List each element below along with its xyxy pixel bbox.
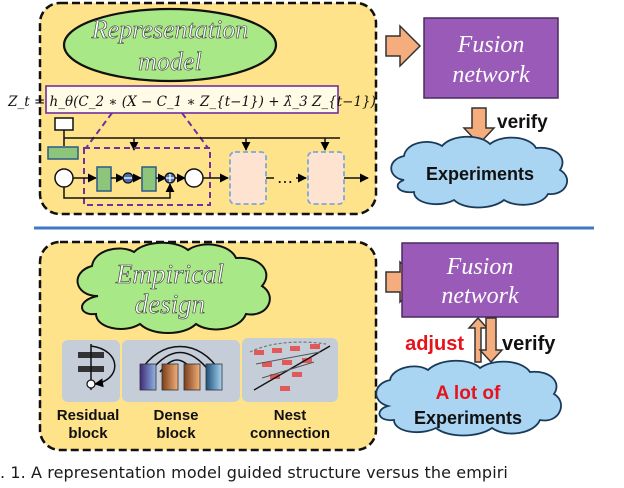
- residual-line1: Residual: [57, 407, 120, 424]
- bottom-exp-line2: Experiments: [414, 408, 522, 428]
- state-circle-left: [54, 168, 74, 188]
- bottom-fusion-network-box: [401, 242, 559, 318]
- unfolded-block: [83, 147, 211, 206]
- formula-link-right: [181, 112, 209, 149]
- stage-ellipsis: …: [277, 168, 293, 187]
- formula-box: [45, 85, 339, 114]
- bottom-experiments-cloud: [375, 359, 562, 437]
- adjust-arrow-up: [467, 316, 489, 363]
- dense-line1: Dense: [153, 407, 198, 424]
- formula-link-left: [85, 112, 113, 149]
- top-experiments-label: Experiments: [426, 164, 534, 184]
- conv-c1: [96, 166, 112, 192]
- formula-text: Z_t = h_θ(C_2 ∗ (X − C_1 ∗ Z_{t−1}) + λ̂…: [7, 94, 376, 110]
- empirical-design-cloud: [76, 241, 271, 334]
- bottom-fusion-line1: Fusion: [446, 254, 514, 280]
- top-verify-label: verify: [497, 112, 548, 133]
- empirical-line1: Empirical: [115, 259, 224, 289]
- top-verify-arrow: [462, 107, 496, 146]
- dense-block-icon: [139, 345, 223, 391]
- stage-box-n: [307, 151, 345, 205]
- top-fusion-line1: Fusion: [457, 32, 525, 58]
- input-conv: [47, 146, 79, 160]
- representation-model-cloud: Representation model: [62, 7, 278, 83]
- nest-connection-icon: [249, 341, 331, 391]
- top-fusion-line2: network: [452, 62, 530, 88]
- representation-line2: model: [138, 47, 202, 76]
- input-square: [54, 117, 74, 131]
- top-fusion-network-box: [423, 17, 559, 99]
- verify-arrow-down: [478, 317, 504, 364]
- conv-c2: [141, 166, 157, 192]
- bottom-verify-label: verify: [502, 333, 556, 355]
- residual-block-icon: [78, 344, 116, 390]
- empirical-line2: design: [135, 289, 206, 319]
- residual-line2: block: [68, 425, 108, 442]
- representation-line1: Representation: [91, 15, 248, 44]
- stage-box-2: [229, 151, 267, 205]
- top-big-arrow: [385, 24, 422, 68]
- dense-line2: block: [156, 425, 196, 442]
- bottom-fusion-line2: network: [441, 283, 519, 309]
- nest-line1: Nest: [274, 407, 307, 424]
- bottom-exp-line1: A lot of: [436, 383, 501, 404]
- nest-connection-panel: [242, 338, 338, 402]
- state-circle-right: [184, 168, 204, 188]
- figure-caption: . 1. A representation model guided struc…: [0, 463, 508, 482]
- top-experiments-cloud: [390, 135, 568, 209]
- feedback-loop: [63, 183, 175, 199]
- adjust-label: adjust: [405, 333, 464, 355]
- nest-line2: connection: [250, 425, 330, 442]
